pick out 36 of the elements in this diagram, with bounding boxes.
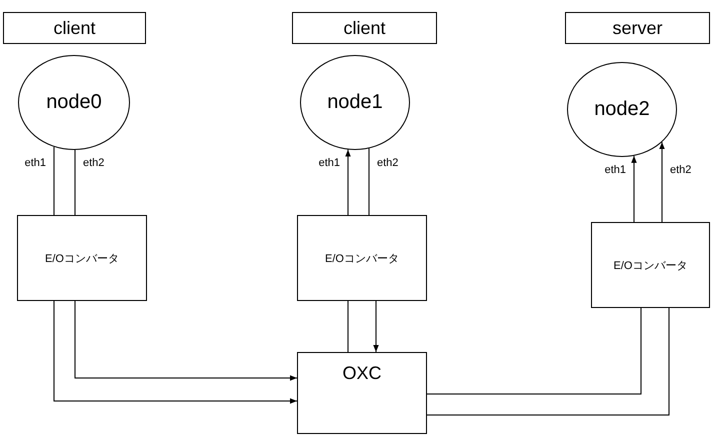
process-box — [297, 215, 427, 301]
process-box — [292, 12, 437, 44]
arrow — [631, 155, 637, 222]
arrow — [373, 300, 379, 352]
connector-line — [426, 308, 642, 394]
process-box — [591, 222, 710, 308]
connector-line — [74, 150, 76, 216]
node-label: node0 — [46, 91, 102, 114]
arrow — [74, 300, 298, 381]
node-label: node2 — [594, 98, 650, 121]
node-label: E/Oコンバータ — [325, 252, 399, 266]
node-label: E/Oコンバータ — [614, 258, 688, 272]
connector-line — [426, 308, 670, 416]
node-label: server — [612, 18, 662, 38]
process-box — [17, 215, 147, 301]
node-label: OXC — [342, 363, 382, 384]
node-label: client — [53, 18, 96, 38]
connector-line — [368, 148, 370, 216]
node-label: client — [343, 18, 386, 38]
arrow — [54, 300, 298, 404]
node-label: node1 — [327, 91, 383, 114]
edge-label: eth1 — [604, 164, 626, 176]
arrow — [659, 142, 665, 222]
arrow — [345, 149, 351, 216]
process-box — [565, 12, 710, 44]
process-box — [297, 352, 427, 434]
edge-label: eth1 — [24, 157, 46, 169]
edge-label: eth2 — [670, 164, 692, 176]
edge-label: eth2 — [83, 157, 104, 169]
process-box — [3, 12, 146, 44]
node-circle — [300, 55, 410, 150]
node-circle — [567, 62, 677, 157]
node-circle — [18, 55, 130, 150]
edge-label: eth2 — [377, 157, 398, 169]
edge-label: eth1 — [318, 157, 340, 169]
node-label: E/Oコンバータ — [45, 252, 119, 266]
